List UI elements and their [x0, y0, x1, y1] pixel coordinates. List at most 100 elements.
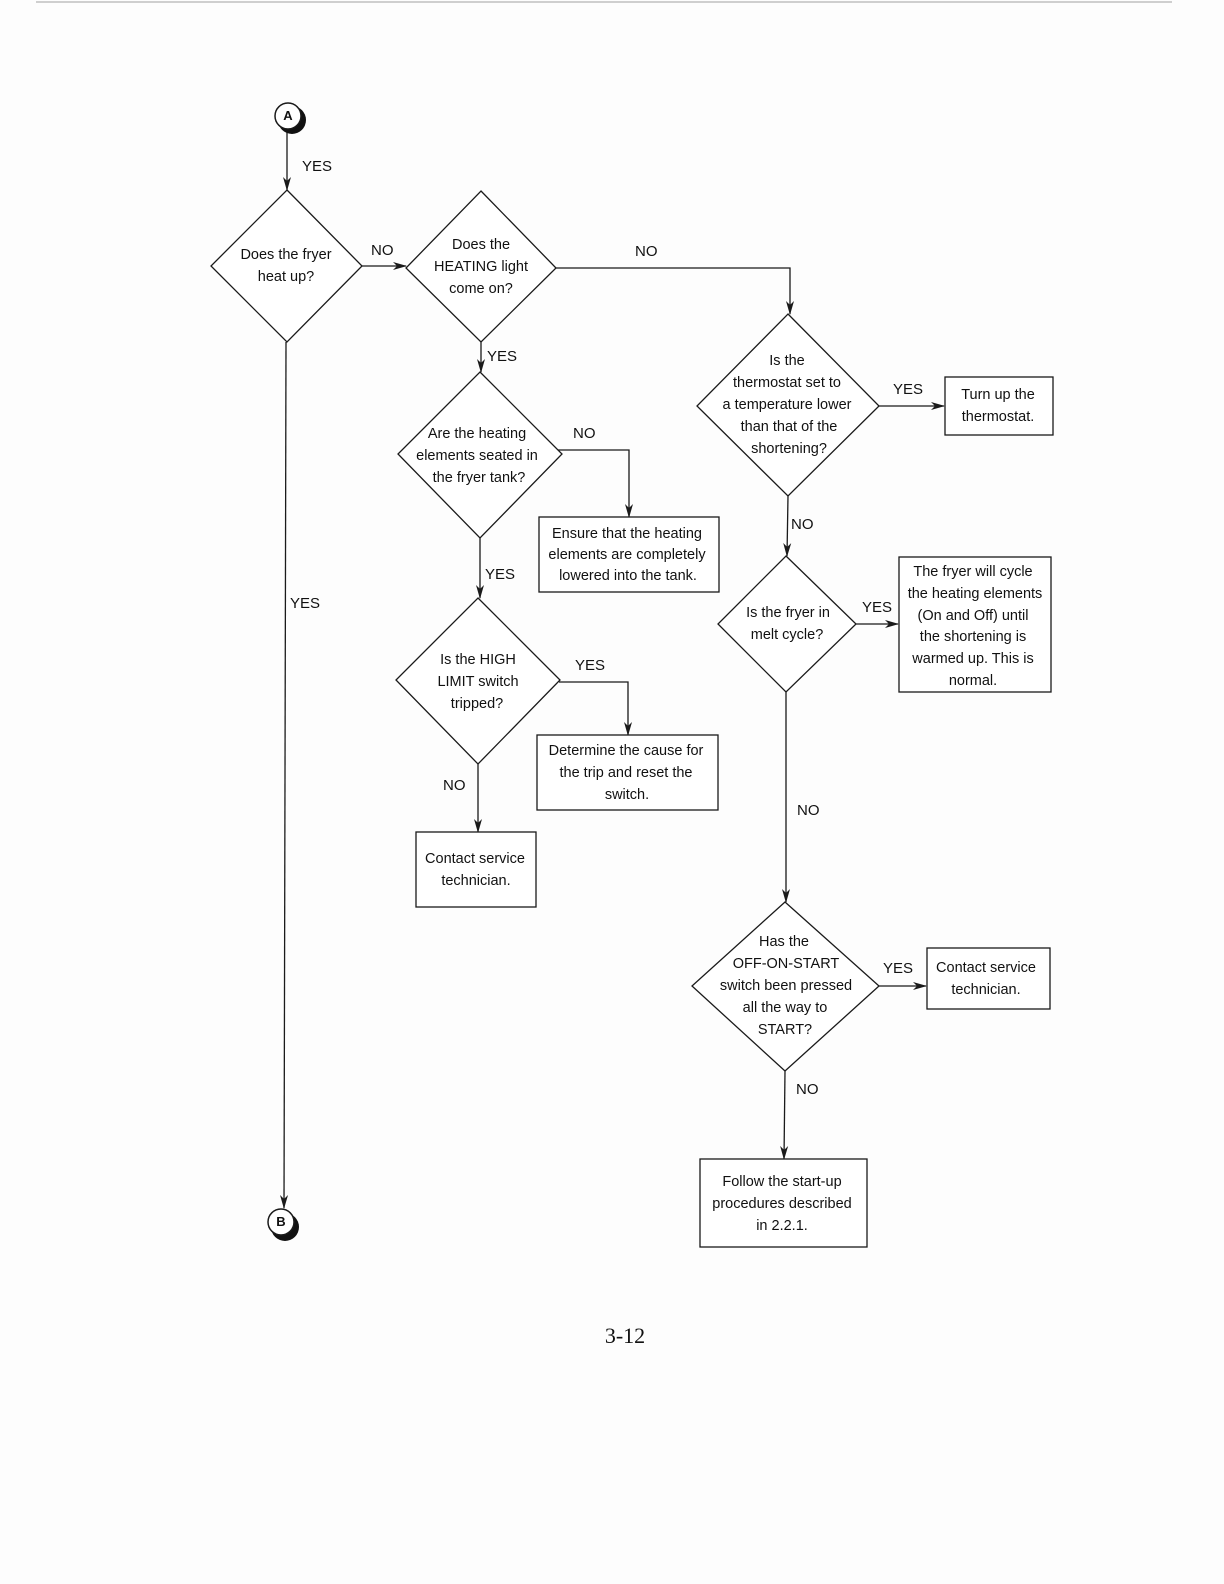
text-line: HEATING light: [434, 259, 528, 275]
text-line: LIMIT switch: [437, 674, 518, 690]
text-line: in 2.2.1.: [756, 1218, 808, 1234]
text-line: thermostat.: [962, 409, 1035, 425]
arrow-heating-to-thermostat: [555, 267, 794, 315]
text-line: than that of the: [741, 419, 838, 435]
text-melt-cycle: Is the fryer in melt cycle?: [746, 605, 830, 643]
text-line: (On and Off) until: [918, 608, 1029, 624]
decision-off-on-start: [691, 901, 880, 1072]
connector-b-label: B: [276, 1214, 285, 1229]
text-line: Contact service: [936, 960, 1036, 976]
action-contact-service-2: [926, 947, 1051, 1010]
decision-elements-seated: [397, 371, 563, 539]
text-line: the trip and reset the: [560, 765, 693, 781]
text-high-limit: Is the HIGH LIMIT switch tripped?: [437, 652, 518, 712]
text-line: Follow the start-up: [722, 1174, 841, 1190]
decision-high-limit: [395, 597, 561, 765]
arrow-highlimit-to-determine: [559, 681, 632, 736]
text-line: Determine the cause for: [549, 743, 704, 759]
text-line: Is the fryer in: [746, 605, 830, 621]
text-thermostat: Is the thermostat set to a temperature l…: [723, 353, 852, 457]
action-contact-service-1: [415, 831, 537, 908]
text-line: Contact service: [425, 851, 525, 867]
text-turn-up-thermostat: Turn up the thermostat.: [961, 387, 1035, 425]
text-line: the shortening is: [920, 629, 1026, 645]
label-yes: YES: [302, 158, 332, 175]
flow-lines: [280, 128, 945, 1209]
connector-b: B: [267, 1208, 299, 1241]
decision-fryer-heat-up: [210, 189, 363, 343]
label-no: NO: [635, 243, 658, 260]
text-elements-seated: Are the heating elements seated in the f…: [416, 426, 538, 486]
connector-a-circle: [274, 102, 302, 130]
text-line: switch been pressed: [720, 978, 852, 994]
text-line: Does the fryer: [240, 247, 331, 263]
label-no: NO: [797, 802, 820, 819]
text-line: switch.: [605, 787, 649, 803]
text-follow-startup: Follow the start-up procedures described…: [712, 1174, 851, 1234]
arrow-elements-to-ensure: [558, 449, 633, 518]
text-contact-service-2: Contact service technician.: [936, 960, 1036, 998]
text-line: START?: [758, 1022, 812, 1038]
text-line: Has the: [759, 934, 809, 950]
text-fryer-heat-up: Does the fryer heat up?: [240, 247, 331, 285]
label-yes: YES: [883, 960, 913, 977]
text-line: the fryer tank?: [433, 470, 526, 486]
decision-thermostat: [696, 313, 880, 497]
text-line: warmed up. This is: [911, 651, 1033, 667]
text-line: Is the: [769, 353, 804, 369]
connector-a: A: [274, 102, 306, 134]
text-line: heat up?: [258, 269, 314, 285]
text-line: elements are completely: [548, 547, 706, 563]
label-yes: YES: [893, 381, 923, 398]
page-number: 3-12: [605, 1323, 645, 1348]
text-line: Does the: [452, 237, 510, 253]
label-yes: YES: [862, 599, 892, 616]
action-ensure-lowered: [538, 516, 720, 593]
label-yes: YES: [487, 348, 517, 365]
text-off-on-start: Has the OFF-ON-START switch been pressed…: [720, 934, 852, 1038]
label-no: NO: [573, 425, 596, 442]
label-no: NO: [443, 777, 466, 794]
text-line: Are the heating: [428, 426, 526, 442]
action-determine-cause: [536, 734, 719, 811]
text-line: Is the HIGH: [440, 652, 516, 668]
text-line: come on?: [449, 281, 513, 297]
text-line: elements seated in: [416, 448, 538, 464]
text-line: Turn up the: [961, 387, 1035, 403]
text-line: shortening?: [751, 441, 827, 457]
text-melt-cycle-normal: The fryer will cycle the heating element…: [908, 564, 1043, 689]
label-no: NO: [796, 1081, 819, 1098]
label-yes: YES: [485, 566, 515, 583]
text-line: a temperature lower: [723, 397, 852, 413]
text-line: The fryer will cycle: [913, 564, 1032, 580]
text-line: tripped?: [451, 696, 503, 712]
connector-b-circle: [267, 1208, 295, 1236]
label-no: NO: [791, 516, 814, 533]
arrow-fryer-to-b: [280, 341, 289, 1209]
text-line: all the way to: [743, 1000, 828, 1016]
text-line: melt cycle?: [751, 627, 824, 643]
arrow-offonstart-to-follow: [780, 1070, 789, 1160]
label-no: NO: [371, 242, 394, 259]
text-line: procedures described: [712, 1196, 851, 1212]
text-line: Ensure that the heating: [552, 526, 702, 542]
text-line: lowered into the tank.: [559, 568, 697, 584]
text-ensure-lowered: Ensure that the heating elements are com…: [548, 526, 706, 584]
text-line: technician.: [441, 873, 510, 889]
text-line: the heating elements: [908, 586, 1043, 602]
action-turn-up-thermostat: [944, 376, 1054, 436]
action-follow-startup: [699, 1158, 868, 1248]
decision-melt-cycle: [717, 555, 857, 693]
arrow-thermostat-to-melt: [783, 495, 792, 557]
branch-labels: YES NO YES NO YES NO YES YES NO YES NO Y…: [290, 158, 923, 1098]
text-line: thermostat set to: [733, 375, 841, 391]
text-line: normal.: [949, 673, 997, 689]
label-yes: YES: [575, 657, 605, 674]
text-contact-service-1: Contact service technician.: [425, 851, 525, 889]
connector-a-label: A: [283, 108, 293, 123]
text-determine-cause: Determine the cause for the trip and res…: [549, 743, 704, 803]
decision-heating-light: [405, 190, 557, 343]
text-heating-light: Does the HEATING light come on?: [434, 237, 528, 297]
